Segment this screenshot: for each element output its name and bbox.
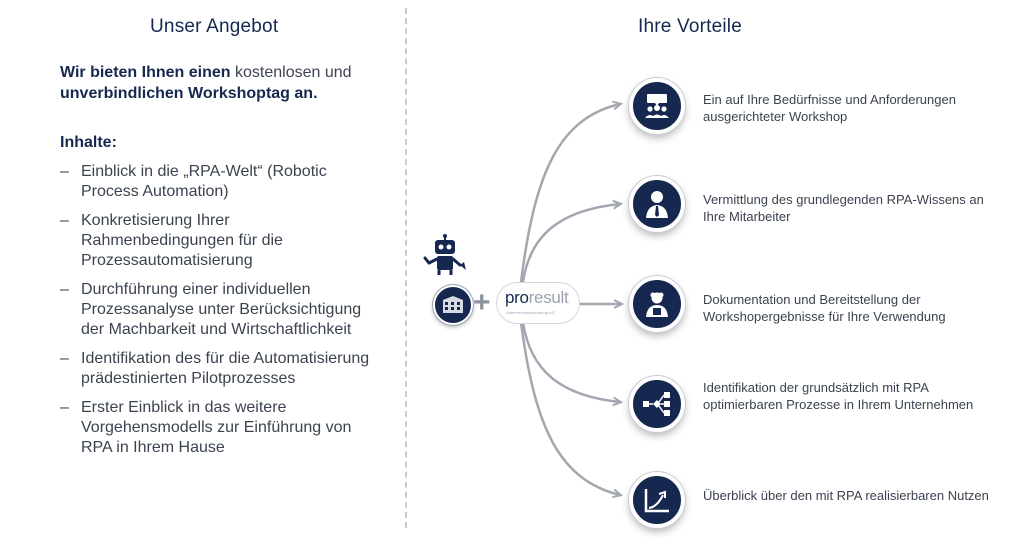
benefit-text-2: Vermittlung des grundlegenden RPA-Wissen…	[703, 192, 984, 224]
list-item-text: Durchführung einer individuellen Prozess…	[81, 281, 362, 338]
intro-paragraph: Wir bieten Ihnen einen kostenlosen und u…	[60, 62, 360, 104]
dashed-divider	[405, 8, 407, 528]
benefit-icon-growth	[629, 472, 685, 528]
list-item-text: Einblick in die „RPA-Welt“ (Robotic Proc…	[81, 163, 327, 200]
documentation-person-icon	[646, 292, 668, 317]
list-item-text: Erster Einblick in das weitere Vorgehens…	[81, 399, 352, 456]
dash-bullet: –	[60, 212, 69, 229]
intro-strong-1: Wir bieten Ihnen einen	[60, 64, 231, 81]
robot-icon	[423, 234, 466, 275]
benefit-icon-presenter	[629, 176, 685, 232]
building-icon	[443, 296, 463, 313]
list-item-text: Konkretisierung Ihrer Rahmenbedingungen …	[81, 212, 283, 269]
logo-subtitle: Unternehmensberatung AG	[506, 310, 555, 315]
benefit-text-4: Identifikation der grundsätzlich mit RPA…	[703, 380, 974, 412]
arrow-to-benefit-1	[519, 104, 620, 283]
inhalte-label: Inhalte:	[60, 134, 117, 151]
dash-bullet: –	[60, 163, 69, 180]
growth-chart-icon	[644, 489, 669, 513]
section-title-vorteile: Ihre Vorteile	[638, 16, 742, 37]
content-list: –Einblick in die „RPA-Welt“ (Robotic Pro…	[60, 162, 380, 467]
benefit-icon-documentation	[629, 276, 685, 332]
list-item: –Konkretisierung Ihrer Rahmenbedingungen…	[60, 211, 380, 271]
dash-bullet: –	[60, 281, 69, 298]
presenter-icon	[646, 191, 668, 218]
benefit-text-1: Ein auf Ihre Bedürfnisse und Anforderung…	[703, 92, 956, 124]
list-item: –Einblick in die „RPA-Welt“ (Robotic Pro…	[60, 162, 380, 202]
intro-normal-1: kostenlosen und	[230, 64, 352, 81]
benefit-text-3: Dokumentation und Bereitstellung der Wor…	[703, 292, 946, 324]
dash-bullet: –	[60, 399, 69, 416]
logo-result: result	[528, 288, 569, 307]
benefit-text-5: Überblick über den mit RPA realisierbare…	[703, 488, 989, 503]
intro-end: an.	[289, 85, 318, 102]
workshop-group-icon	[645, 94, 669, 118]
list-item: –Durchführung einer individuellen Prozes…	[60, 280, 380, 340]
intro-strong-2: unverbindlichen Workshoptag	[60, 85, 290, 102]
benefit-icon-process	[629, 376, 685, 432]
list-item: –Identifikation des für die Automatisier…	[60, 349, 380, 389]
list-item-text: Identifikation des für die Automatisieru…	[81, 350, 370, 387]
list-item: –Erster Einblick in das weitere Vorgehen…	[60, 398, 380, 458]
dash-bullet: –	[60, 350, 69, 367]
proresult-logo: proresult Unternehmensberatung AG	[496, 282, 580, 324]
section-title-angebot: Unser Angebot	[150, 16, 279, 37]
arrow-to-benefit-4	[521, 321, 620, 402]
benefit-icon-workshop	[629, 78, 685, 134]
plus-sign: +	[473, 286, 491, 319]
process-flow-icon	[643, 392, 670, 416]
logo-pro: pro	[505, 288, 529, 307]
company-building-logo	[433, 285, 473, 325]
arrow-to-benefit-2	[521, 204, 620, 283]
proresult-wordmark: proresult	[505, 288, 569, 308]
arrow-to-benefit-5	[519, 321, 620, 495]
